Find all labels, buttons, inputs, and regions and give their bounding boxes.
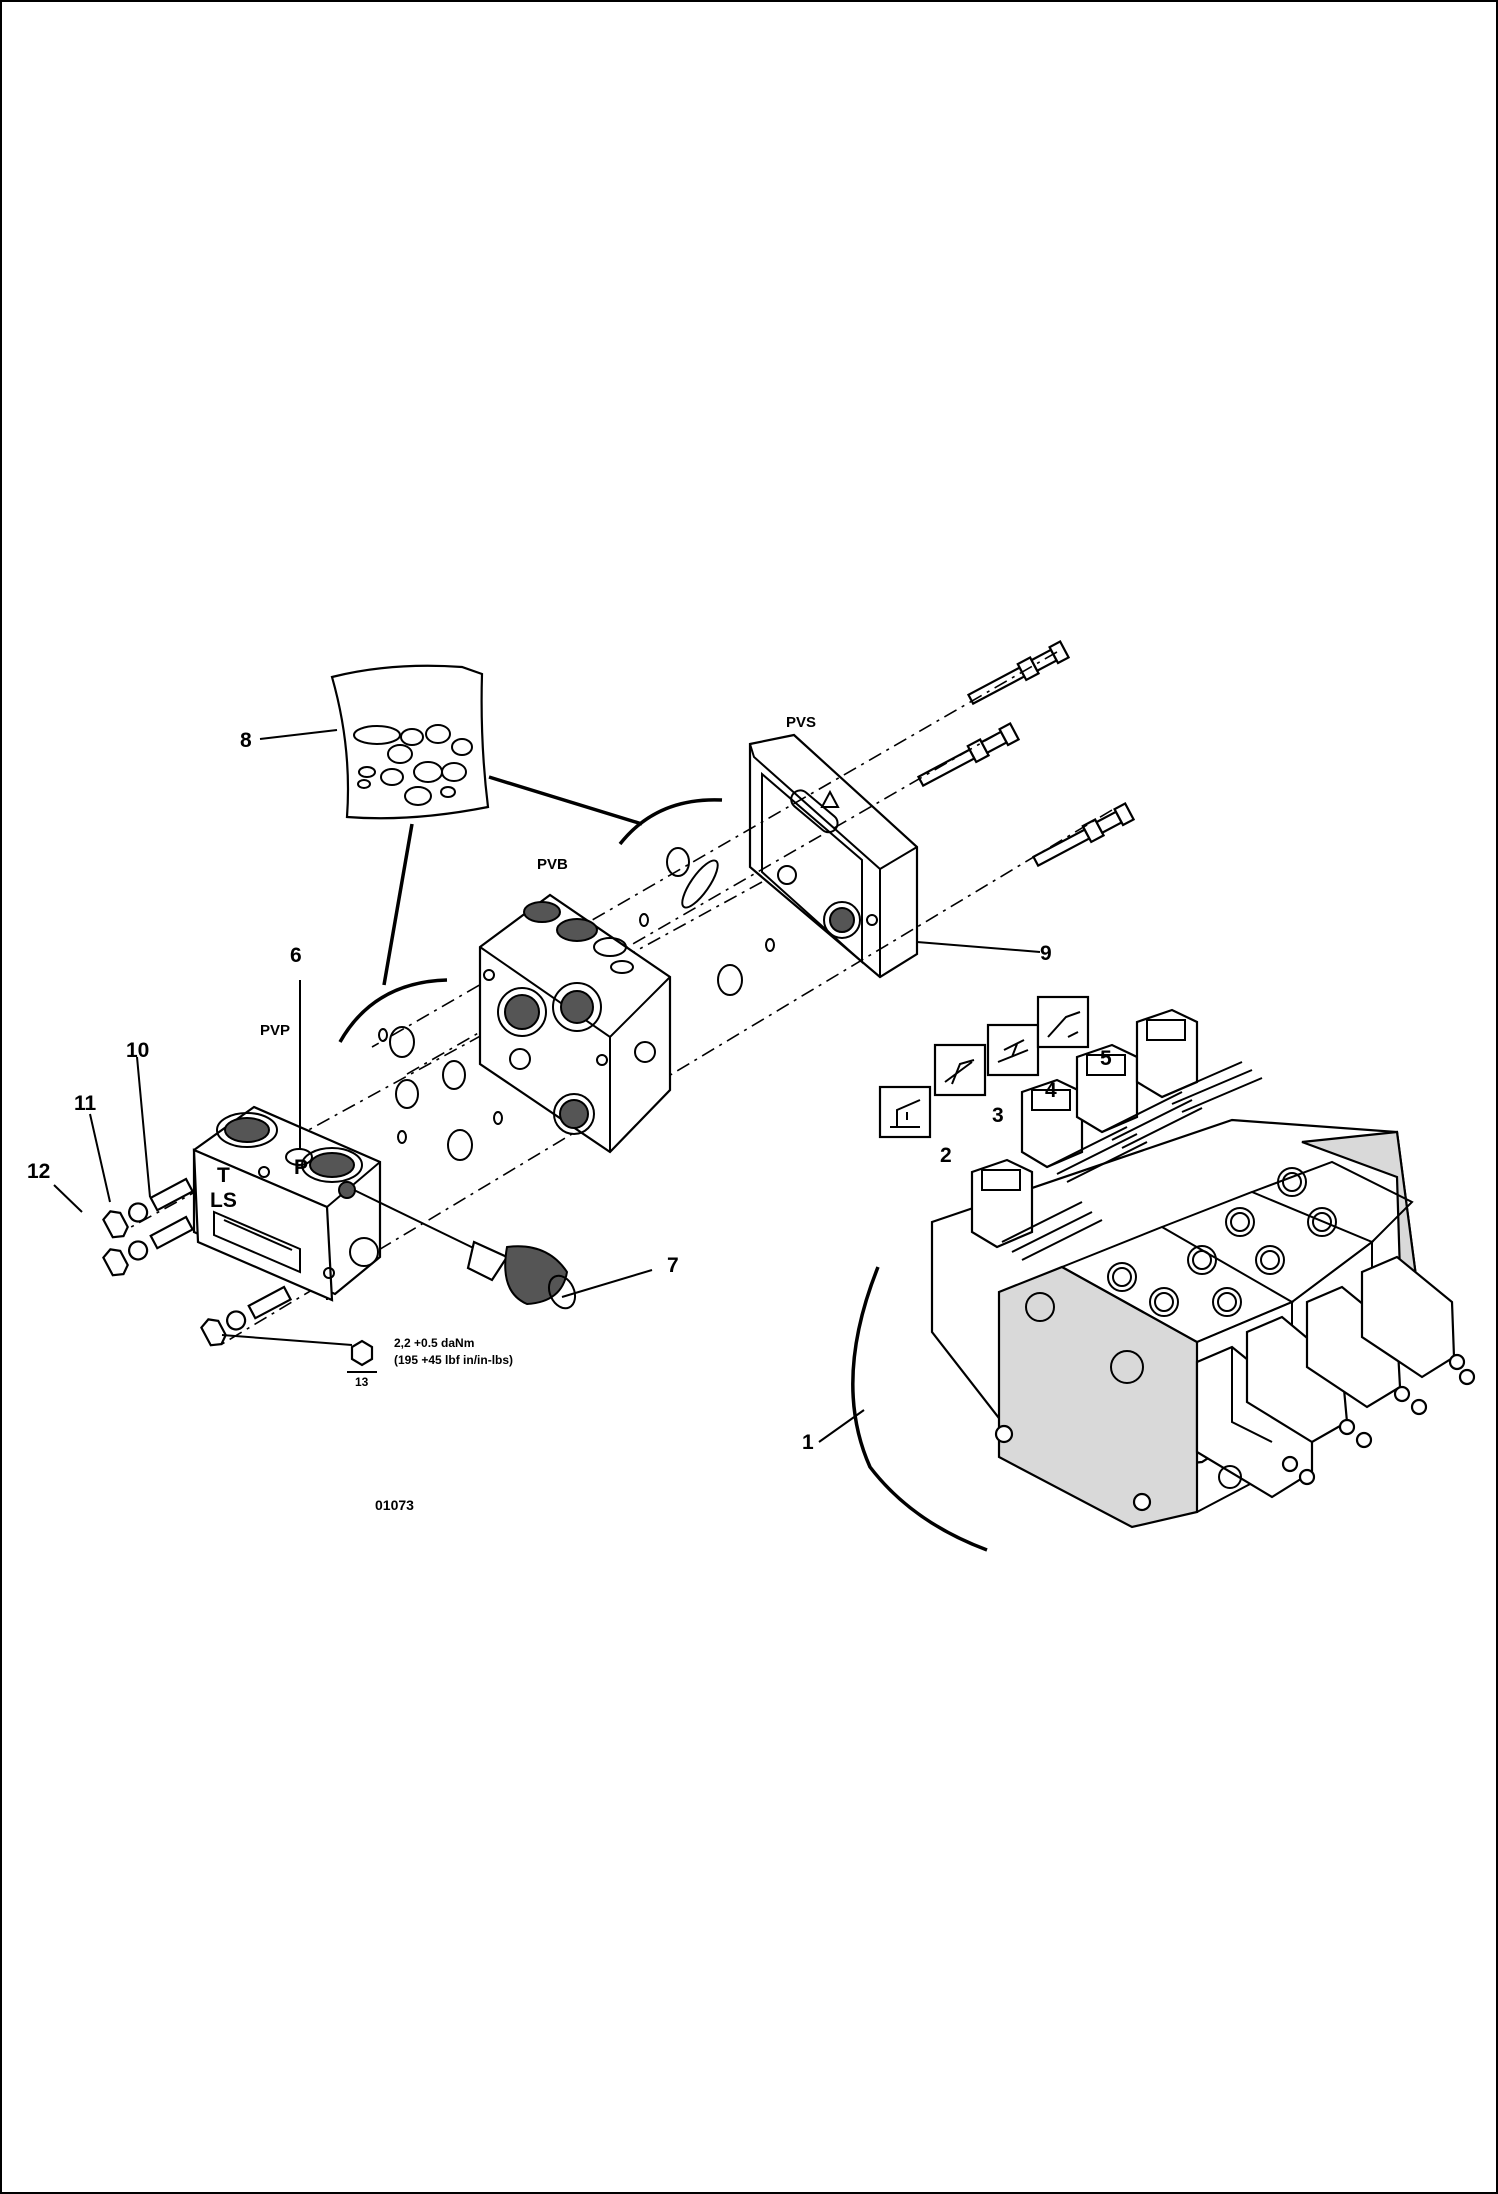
function-symbol-labels [878,995,1090,1139]
bag-link-line-2 [382,823,414,986]
torque-callout [221,1334,377,1373]
seal-kit-bag [330,664,490,820]
leader-10 [136,1056,151,1198]
wrench-size: 13 [355,1375,369,1389]
label-1: 1 [802,1431,814,1454]
label-8: 8 [240,729,252,752]
leader-1 [818,1409,865,1443]
pvs-end-plate [748,733,919,979]
label-7: 7 [667,1254,679,1277]
pvb-basic-module [478,893,672,1154]
seal-arc-lower [338,978,448,1043]
module-label-pvp: PVP [260,1022,290,1039]
leader-12 [53,1184,83,1213]
symbol-label-5 [1036,995,1090,1049]
port-label-t: T [217,1164,230,1187]
pvp-pump-module [192,1105,382,1302]
label-10: 10 [126,1039,149,1062]
label-3: 3 [992,1104,1004,1127]
studs-washers-nuts [102,1177,293,1347]
label-11: 11 [74,1092,97,1115]
seal-arc-upper [618,798,723,846]
leader-11 [89,1113,111,1203]
drawing-code: 01073 [375,1497,414,1513]
module-label-pvs: PVS [786,714,816,731]
label-4: 4 [1045,1079,1057,1102]
leader-8 [259,729,338,740]
tie-rod-bolts [916,640,1136,868]
port-label-ls: LS [210,1189,237,1212]
torque-value: 2,2 +0.5 daNm [394,1336,474,1350]
module-label-pvb: PVB [537,856,568,873]
label-5: 5 [1100,1047,1112,1070]
assembled-valve-block [851,1008,1476,1552]
bag-link-line [488,775,643,826]
assembly-arc [851,1266,988,1552]
pressure-check-fitting [353,1189,577,1310]
label-6: 6 [290,944,302,967]
label-2: 2 [940,1144,952,1167]
leader-9 [916,941,1041,953]
port-label-p: P [294,1156,308,1179]
o-rings [378,847,775,1161]
label-9: 9 [1040,942,1052,965]
torque-value-imperial: (195 +45 lbf in/in-lbs) [394,1353,513,1367]
leader-7 [561,1269,653,1298]
symbol-label-2 [878,1085,932,1139]
symbol-label-4 [986,1023,1040,1077]
label-12: 12 [27,1160,50,1183]
